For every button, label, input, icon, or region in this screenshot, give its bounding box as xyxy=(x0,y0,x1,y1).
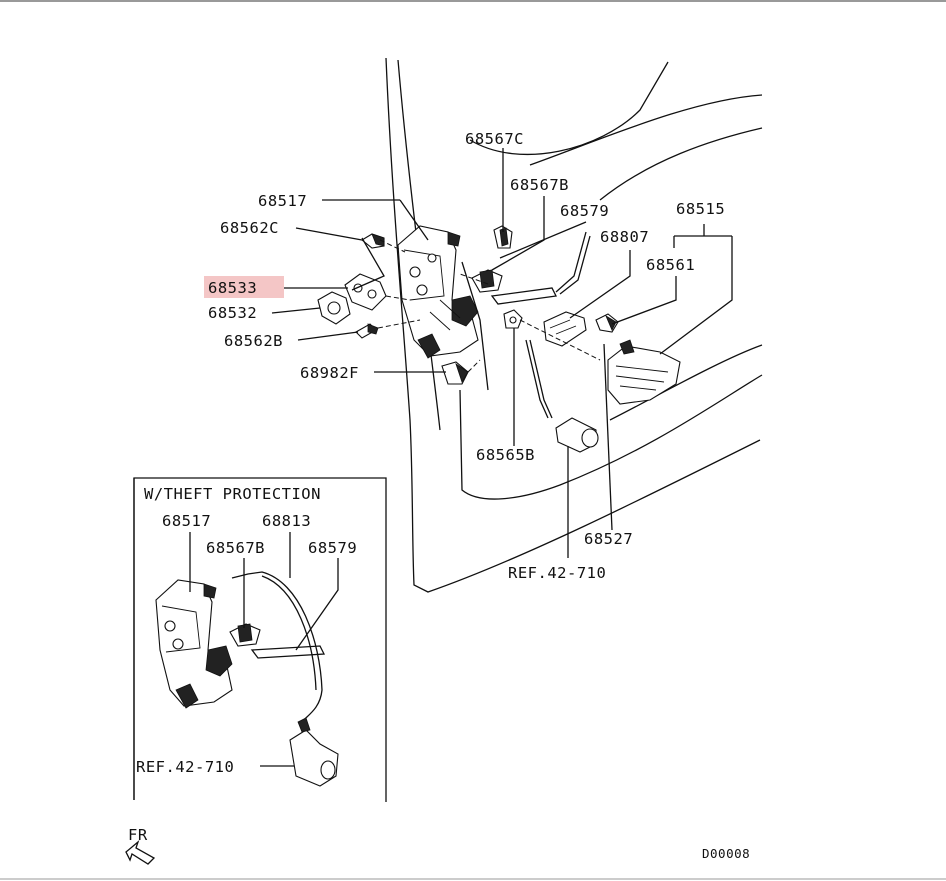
leader-lines xyxy=(271,148,733,558)
explode-lines xyxy=(351,237,601,391)
diagram-code: D00008 xyxy=(702,846,750,861)
label-68982F[interactable]: 68982F xyxy=(300,364,359,382)
label-68561: 68561 xyxy=(646,256,695,274)
label-68532[interactable]: 68532 xyxy=(208,304,257,322)
inset-latch xyxy=(155,579,233,709)
nut-68565B xyxy=(503,309,523,329)
gasket-68532 xyxy=(317,291,351,325)
bracket-68807 xyxy=(543,311,587,347)
rod-68579 xyxy=(490,231,591,305)
inset-label-ref-42-710[interactable]: REF.42-710 xyxy=(136,758,234,776)
inset-cable-68813 xyxy=(231,571,323,725)
rod-68527 xyxy=(525,339,553,419)
inset-label-68567B[interactable]: 68567B xyxy=(206,539,265,557)
clip-68567B xyxy=(471,269,503,293)
label-68567C: 68567C xyxy=(465,130,524,148)
inset-label-68813[interactable]: 68813 xyxy=(262,512,311,530)
inset-rod-68579 xyxy=(250,645,326,659)
inset-label-68517[interactable]: 68517 xyxy=(162,512,211,530)
label-68562B[interactable]: 68562B xyxy=(224,332,283,350)
actuator-ref-42-710 xyxy=(555,417,599,453)
label-68579: 68579 xyxy=(560,202,609,220)
door-latch-assembly xyxy=(397,225,479,359)
clip-68561 xyxy=(595,313,619,333)
inset-title: W/THEFT PROTECTION xyxy=(144,485,321,503)
handle-68515 xyxy=(607,339,681,405)
label-68807: 68807 xyxy=(600,228,649,246)
label-68515: 68515 xyxy=(676,200,725,218)
screw-68562B xyxy=(355,323,379,339)
inset-clip-68567B xyxy=(229,623,261,647)
clip-68567C xyxy=(493,225,513,249)
inset-label-68579[interactable]: 68579 xyxy=(308,539,357,557)
label-68517: 68517 xyxy=(258,192,307,210)
inset-theft-protection: W/THEFT PROTECTION xyxy=(133,477,387,802)
label-68565B[interactable]: 68565B xyxy=(476,446,535,464)
label-68562C: 68562C xyxy=(220,219,279,237)
label-ref-42-710[interactable]: REF.42-710 xyxy=(508,564,606,582)
inset-actuator xyxy=(289,717,339,787)
front-direction-indicator: FR xyxy=(125,826,156,865)
gasket-68533 xyxy=(344,273,387,311)
label-68527[interactable]: 68527 xyxy=(584,530,633,548)
bolt-68982F xyxy=(441,361,469,385)
fr-label: FR xyxy=(128,826,148,844)
label-68567B: 68567B xyxy=(510,176,569,194)
highlight-68533 xyxy=(204,276,284,298)
label-68533[interactable]: 68533 xyxy=(208,279,257,297)
screw-68562C xyxy=(361,233,385,249)
fr-arrow-icon xyxy=(125,840,156,865)
